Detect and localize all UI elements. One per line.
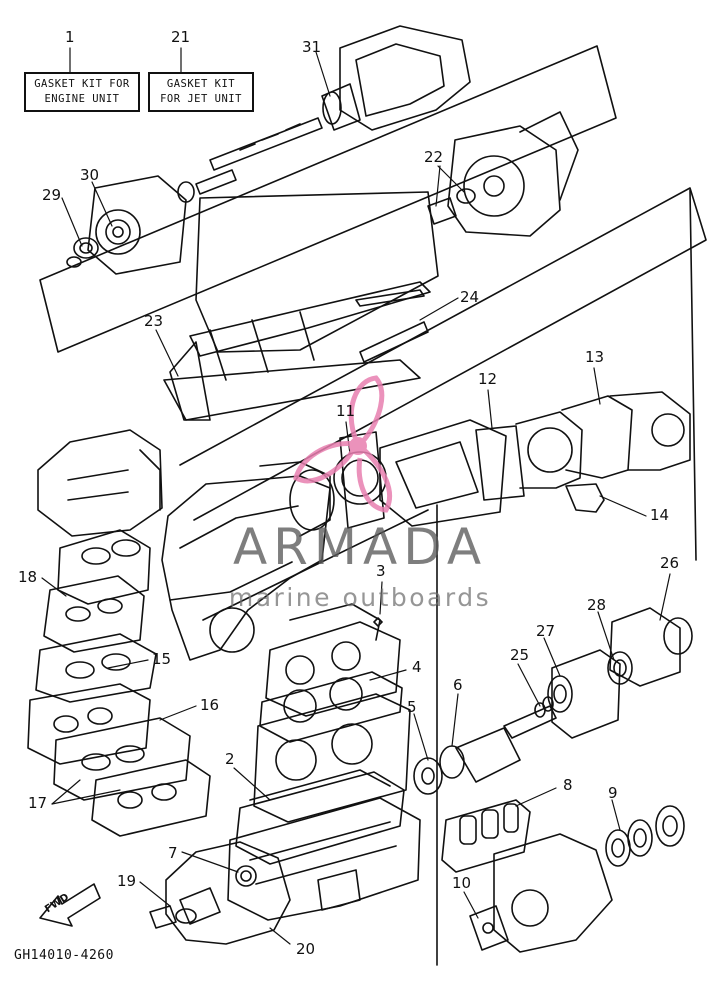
armada-logo-icon xyxy=(293,375,393,513)
gasket-kit-engine-line2: ENGINE UNIT xyxy=(44,93,120,105)
callout-14: 14 xyxy=(650,506,670,524)
jet-unit-outline xyxy=(39,45,617,353)
callout-19: 19 xyxy=(117,872,137,890)
intake-duct xyxy=(163,191,439,421)
callout-15: 15 xyxy=(152,650,172,668)
cylinder-head xyxy=(259,603,403,743)
flywheel-cover xyxy=(149,841,291,945)
callout-27: 27 xyxy=(536,622,556,640)
seal-strip xyxy=(359,321,429,363)
callout-7: 7 xyxy=(168,844,178,862)
callout-22: 22 xyxy=(424,148,444,166)
exhaust-chamber xyxy=(333,419,507,529)
bolt-3 xyxy=(373,617,383,627)
gasket-kit-engine-line1: GASKET KIT FOR xyxy=(34,78,130,90)
callout-11: 11 xyxy=(336,402,356,420)
callout-25: 25 xyxy=(510,646,530,664)
callout-31: 31 xyxy=(302,38,322,56)
callout-24: 24 xyxy=(460,288,480,306)
seal-rings xyxy=(605,805,685,867)
pump-housing-lower xyxy=(441,799,613,953)
stator-assembly xyxy=(427,111,579,237)
leader-lines xyxy=(41,47,671,945)
callout-18: 18 xyxy=(18,568,38,586)
callout-1: 1 xyxy=(65,28,75,46)
bearing-assembly-right xyxy=(534,607,693,739)
exhaust-cap xyxy=(565,483,605,513)
drive-shaft xyxy=(177,117,323,203)
callout-30: 30 xyxy=(80,166,100,184)
bearing-housing xyxy=(66,175,187,275)
fwd-arrow-icon xyxy=(39,883,101,927)
callout-10: 10 xyxy=(452,874,472,892)
callout-4: 4 xyxy=(412,658,422,676)
jet-pump-housing xyxy=(321,25,471,131)
callout-26: 26 xyxy=(660,554,680,572)
gasket-kit-engine-label: GASKET KIT FOR ENGINE UNIT xyxy=(24,72,140,112)
coupler-shaft xyxy=(413,705,557,795)
callout-29: 29 xyxy=(42,186,62,204)
cylinder-block xyxy=(235,693,411,865)
intake-manifold xyxy=(35,529,157,703)
callout-20: 20 xyxy=(296,940,316,958)
drawing-code: GH14010-4260 xyxy=(14,948,114,963)
callout-5: 5 xyxy=(407,698,417,716)
exhaust-pipe-end xyxy=(561,391,691,479)
exhaust-pipe-mid xyxy=(475,411,583,501)
callout-17: 17 xyxy=(28,794,48,812)
jet-unit-outline-lower xyxy=(179,187,707,521)
gasket-kit-jet-label: GASKET KIT FOR JET UNIT xyxy=(148,72,254,112)
gasket-kit-jet-line2: FOR JET UNIT xyxy=(160,93,242,105)
reed-valve-gaskets xyxy=(27,683,211,837)
callout-6: 6 xyxy=(453,676,463,694)
callout-23: 23 xyxy=(144,312,164,330)
callout-12: 12 xyxy=(478,370,498,388)
crankcase xyxy=(227,797,421,921)
callout-3: 3 xyxy=(376,562,386,580)
callout-21: 21 xyxy=(171,28,191,46)
gasket-kit-jet-line1: GASKET KIT xyxy=(166,78,236,90)
callout-28: 28 xyxy=(587,596,607,614)
callout-8: 8 xyxy=(563,776,573,794)
exhaust-elbow xyxy=(161,461,335,661)
callout-16: 16 xyxy=(200,696,220,714)
callout-13: 13 xyxy=(585,348,605,366)
callout-9: 9 xyxy=(608,784,618,802)
muffler xyxy=(37,429,163,537)
callout-2: 2 xyxy=(225,750,235,768)
